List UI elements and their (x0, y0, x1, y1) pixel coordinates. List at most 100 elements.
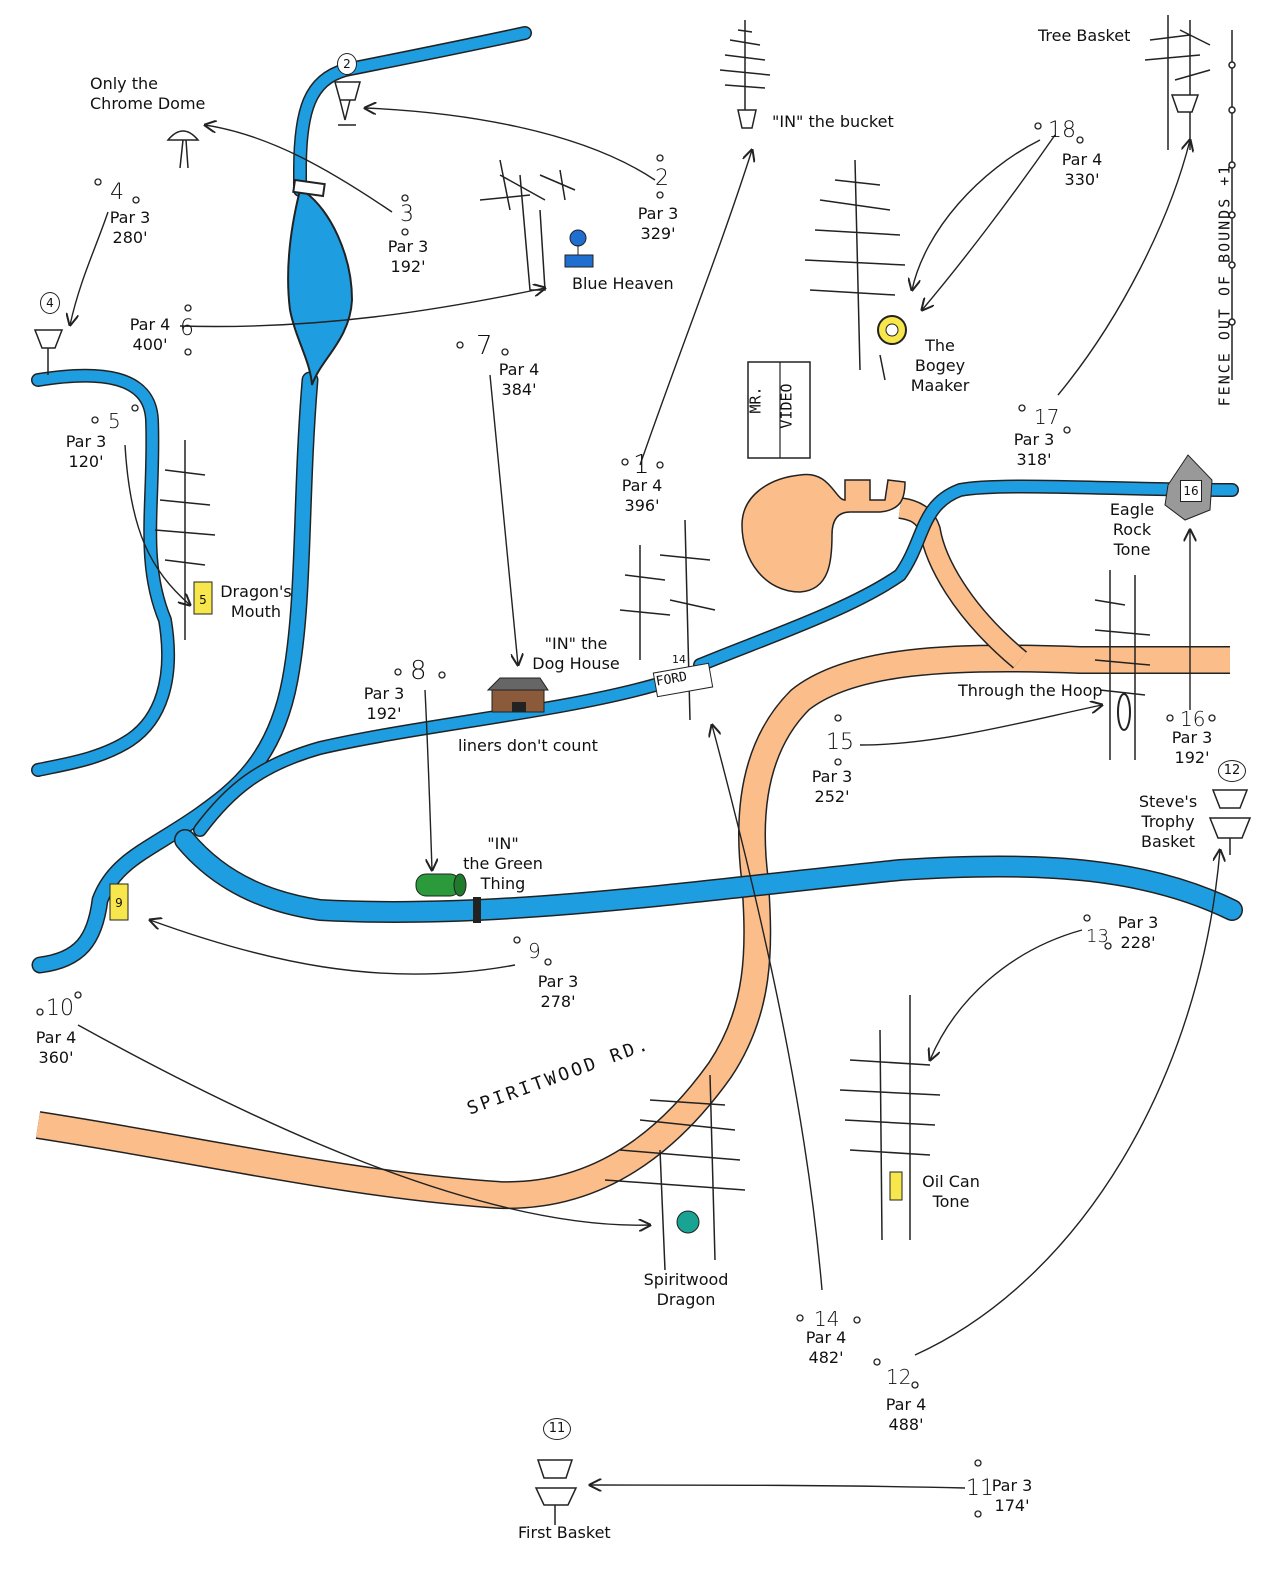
hole-2-number: 2 (655, 166, 669, 191)
pond (287, 188, 354, 386)
in-the-bucket-label: "IN" the bucket (772, 112, 894, 131)
chrome-dome-label-2: Chrome Dome (90, 94, 206, 113)
hole-18-distance: 330' (1064, 170, 1100, 189)
hole-4-number: 4 (110, 180, 124, 205)
hole-6-distance: 400' (132, 335, 168, 354)
hole-11-distance: 174' (994, 1496, 1030, 1515)
hole-12-number: 12 (886, 1365, 912, 1389)
chrome-dome-label-1: Only the (90, 74, 158, 93)
fence-label: FENCE OUT OF BOUNDS +1 (1215, 163, 1234, 407)
hole-arrows (70, 108, 1220, 1488)
hole-8-number: 8 (410, 656, 427, 686)
hole-6-number: 6 (180, 316, 194, 341)
liners-dont-count-label: liners don't count (458, 736, 598, 755)
hole-9-distance: 278' (540, 992, 576, 1011)
hole-11-sign: 11 (543, 1418, 571, 1440)
hole-1-number: 1 (633, 450, 650, 480)
hole-16-number: 16 (1180, 707, 1206, 731)
hole-12-distance: 488' (888, 1415, 924, 1434)
hole-18-par: Par 4 (1061, 150, 1103, 169)
hole-2-par: Par 3 (637, 204, 679, 223)
spiritwood-road (35, 497, 1230, 1210)
eagle-rock-label-2: Rock (1112, 520, 1152, 539)
blue-heaven-basket (564, 229, 594, 268)
spiritwood-dragon-target (676, 1210, 700, 1234)
hole-4-sign: 4 (40, 292, 60, 314)
hole-7-distance: 384' (501, 380, 537, 399)
hole-14-sign: 14 (672, 653, 686, 666)
hole-6-par: Par 4 (129, 315, 171, 334)
bogey-label-1: The (925, 336, 955, 355)
green-thing-label-2: the Green (463, 854, 543, 873)
hole-9-par: Par 3 (537, 972, 579, 991)
trophy-basket-label-2: Trophy (1141, 812, 1195, 831)
hole-10-par: Par 4 (35, 1028, 77, 1047)
hole-11-number: 11 (966, 1476, 994, 1501)
basket-hole-12 (1208, 789, 1252, 855)
eagle-rock-label-3: Tone (1113, 540, 1151, 559)
hole-7-par: Par 4 (498, 360, 540, 379)
hole-14-par: Par 4 (805, 1328, 847, 1347)
spiritwood-dragon-label-2: Dragon (656, 1290, 716, 1309)
basket-hole-1 (737, 109, 757, 129)
hole-17-number: 17 (1034, 405, 1060, 429)
trophy-basket-label-3: Basket (1141, 832, 1195, 851)
dragons-mouth-target (193, 581, 213, 615)
hole-3-distance: 192' (390, 257, 426, 276)
tee-markers (36, 122, 1216, 1518)
hole-1-par: Par 4 (621, 476, 663, 495)
hole-15-distance: 252' (814, 787, 850, 806)
hole-13-distance: 228' (1120, 933, 1156, 952)
blue-heaven-label: Blue Heaven (572, 274, 674, 293)
oil-can-label-1: Oil Can (922, 1172, 980, 1191)
hole-13-number: 13 (1086, 926, 1109, 947)
oil-can-label-2: Tone (932, 1192, 970, 1211)
parking-loop (741, 473, 906, 593)
hole-16-sign: 16 (1180, 480, 1202, 502)
ford-sign (652, 662, 714, 698)
hole-8-par: Par 3 (363, 684, 405, 703)
hole-12-par: Par 4 (885, 1395, 927, 1414)
hole-7-number: 7 (476, 331, 493, 361)
bridge (292, 178, 326, 198)
green-thing-label-3: Thing (480, 874, 526, 893)
chrome-dome (166, 130, 200, 169)
mr-video-label-2: VIDEO (777, 383, 796, 429)
hole-14-number: 14 (814, 1307, 840, 1331)
bogey-label-3: Maaker (910, 376, 970, 395)
oil-can-target (889, 1171, 903, 1201)
hole-11-par: Par 3 (991, 1476, 1033, 1495)
hole-4-par: Par 3 (109, 208, 151, 227)
basket-hole-4 (33, 329, 64, 375)
spiritwood-dragon-label-1: Spiritwood (643, 1270, 729, 1289)
hole-4-distance: 280' (112, 228, 148, 247)
hole-16-par: Par 3 (1171, 728, 1213, 747)
ford-crossing-mark (473, 897, 481, 923)
basket-hole-11 (534, 1459, 578, 1525)
hole-10-number: 10 (46, 996, 74, 1021)
hole-12-sign: 12 (1218, 760, 1246, 782)
hole-13-par: Par 3 (1117, 913, 1159, 932)
dog-house-label-2: Dog House (532, 654, 620, 673)
hole-9-target (109, 883, 129, 921)
hole-5-number: 5 (108, 409, 121, 433)
hole-15-par: Par 3 (811, 767, 853, 786)
hole-15-number: 15 (826, 730, 854, 755)
mr-video-building (747, 361, 811, 459)
hole-1-distance: 396' (624, 496, 660, 515)
bogey-label-2: Bogey (914, 356, 966, 375)
hole-5-par: Par 3 (65, 432, 107, 451)
green-thing-label-1: "IN" (487, 834, 519, 853)
creek-network (31, 26, 1243, 974)
hole-5-sign: 5 (199, 593, 207, 607)
hole-10-distance: 360' (38, 1048, 74, 1067)
fence-line (1228, 30, 1236, 380)
hole-14-distance: 482' (808, 1348, 844, 1367)
trophy-basket-label-1: Steve's (1138, 792, 1198, 811)
hole-17-par: Par 3 (1013, 430, 1055, 449)
hole-2-sign: 2 (337, 53, 357, 75)
dragons-mouth-label-1: Dragon's (220, 582, 292, 601)
first-basket-label: First Basket (518, 1523, 611, 1542)
